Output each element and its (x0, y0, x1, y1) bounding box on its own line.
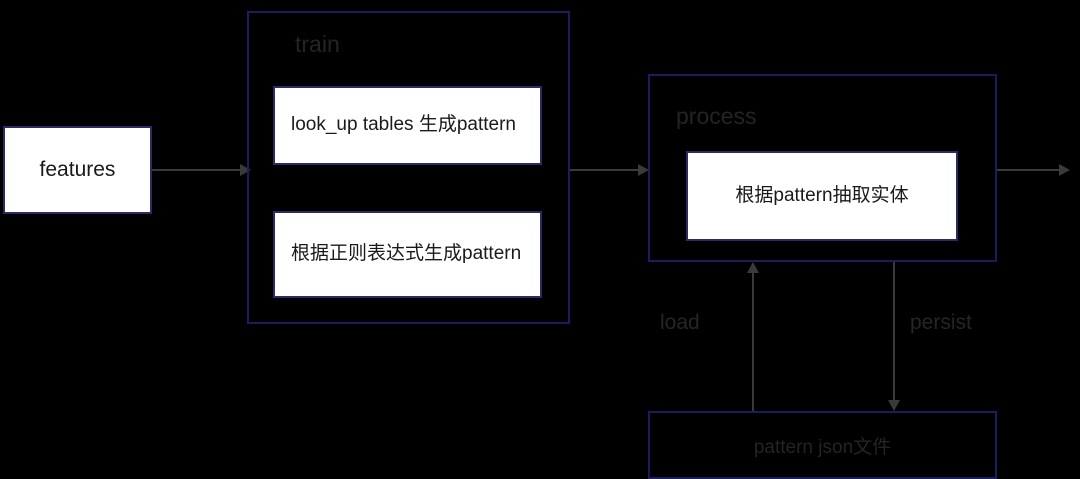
node-features[interactable]: features (3, 126, 152, 214)
edge-features-to-train-arrowhead (240, 164, 251, 176)
edge-features-to-train-line (152, 169, 244, 171)
node-train-step-1-label: look_up tables 生成pattern (291, 114, 516, 136)
edge-process-to-output-line (997, 169, 1063, 171)
edge-persist-line (893, 262, 895, 401)
node-train-step-1[interactable]: look_up tables 生成pattern (273, 86, 542, 165)
edge-load-line (752, 272, 754, 411)
group-train[interactable] (247, 11, 570, 324)
node-process-step-1-label: 根据pattern抽取实体 (735, 184, 909, 206)
edge-process-to-output-arrowhead (1059, 164, 1070, 176)
group-process[interactable] (648, 74, 997, 262)
group-process-label: process (676, 103, 757, 129)
edge-persist-arrowhead (888, 400, 900, 411)
edge-label-load: load (660, 311, 700, 334)
node-train-step-2[interactable]: 根据正则表达式生成pattern (273, 211, 542, 298)
node-train-step-2-label: 根据正则表达式生成pattern (291, 243, 522, 265)
edge-train-to-process-arrowhead (638, 164, 649, 176)
edge-label-persist: persist (910, 311, 972, 334)
node-pattern-store[interactable]: pattern json文件 (648, 411, 997, 479)
node-features-label: features (39, 158, 116, 182)
group-train-label: train (295, 31, 340, 57)
node-process-step-1[interactable]: 根据pattern抽取实体 (686, 151, 958, 241)
edge-load-arrowhead (747, 262, 759, 273)
node-pattern-store-label: pattern json文件 (753, 436, 892, 458)
edge-train-to-process-line (570, 169, 644, 171)
